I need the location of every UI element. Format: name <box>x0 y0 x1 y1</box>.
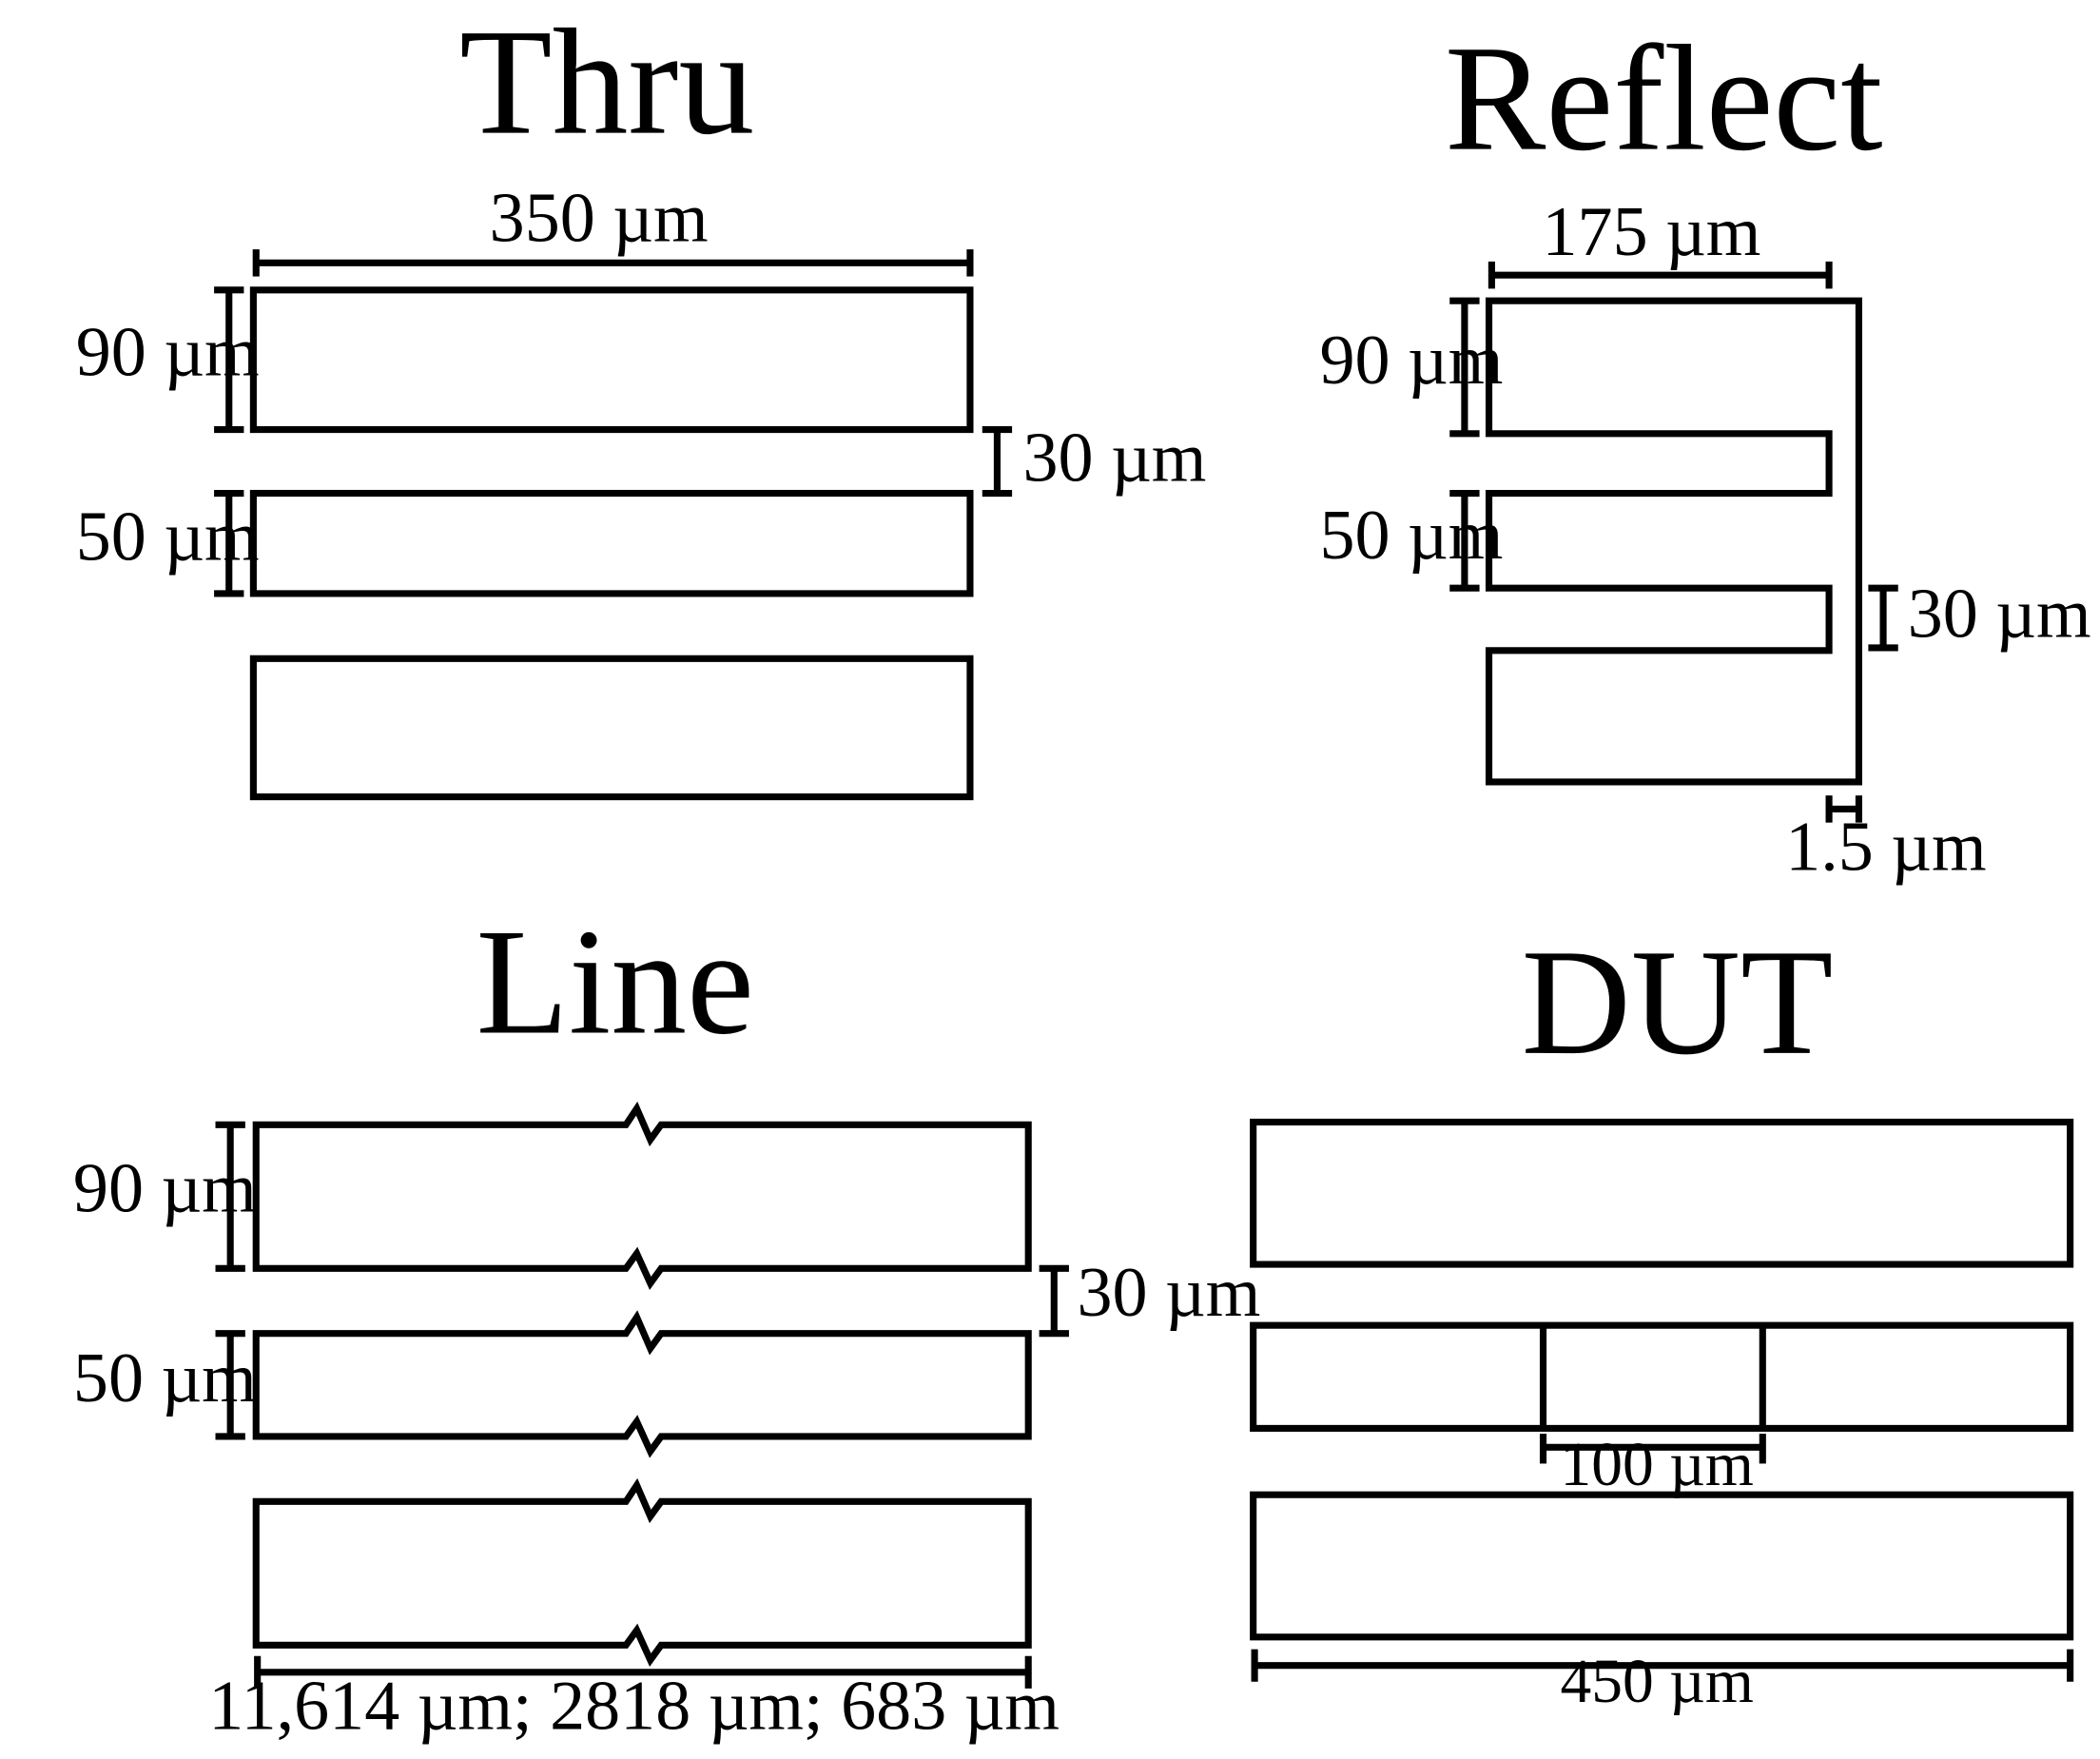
reflect-50-dimension <box>1449 489 1480 592</box>
dut-top-trace <box>1250 1118 2074 1268</box>
reflect-top-dim-label: 175 µm <box>1543 193 1761 271</box>
line-middle-trace <box>252 1310 1032 1458</box>
reflect-offset-dimension <box>1825 795 1862 823</box>
line-50-dimension <box>215 1330 245 1440</box>
thru-90-label: 90 µm <box>76 314 260 392</box>
thru-title: Thru <box>459 0 754 166</box>
reflect-top-dimension <box>1488 261 1833 289</box>
dut-title: DUT <box>1522 918 1834 1086</box>
line-50-label: 50 µm <box>73 1339 257 1417</box>
dut-total-dimension <box>1251 1649 2074 1682</box>
thru-gap-label: 30 µm <box>1023 420 1207 498</box>
dut-panel: DUT 100 µm 450 µm <box>1250 918 2074 1716</box>
line-90-dimension <box>215 1121 245 1272</box>
reflect-gap-label: 30 µm <box>1908 576 2091 654</box>
thru-bottom-trace <box>249 655 974 801</box>
dut-middle-trace <box>1250 1321 2074 1432</box>
reflect-50-label: 50 µm <box>1319 497 1503 575</box>
line-gap-label: 30 µm <box>1077 1254 1260 1332</box>
reflect-title: Reflect <box>1445 14 1883 183</box>
thru-50-label: 50 µm <box>76 498 260 576</box>
thru-signal-trace <box>249 286 974 434</box>
dut-inner-label: 100 µm <box>1560 1431 1753 1499</box>
line-length-dimension <box>254 1655 1032 1689</box>
reflect-90-label: 90 µm <box>1319 322 1503 400</box>
reflect-gap-dimension <box>1868 584 1898 652</box>
line-title: Line <box>476 897 754 1065</box>
dut-bottom-trace <box>1250 1491 2074 1641</box>
reflect-90-dimension <box>1449 297 1480 438</box>
line-top-trace <box>252 1101 1032 1291</box>
thru-top-dimension <box>252 249 974 277</box>
line-length-label: 11,614 µm; 2818 µm; 683 µm <box>208 1668 1060 1746</box>
thru-middle-trace <box>249 489 974 597</box>
dut-inner-dimension <box>1539 1434 1766 1464</box>
reflect-panel: Reflect 175 µm 90 µm 50 µm <box>1319 14 2090 887</box>
line-90-label: 90 µm <box>73 1150 257 1228</box>
line-gap-dimension <box>1039 1264 1069 1338</box>
thru-top-dim-label: 350 µm <box>490 180 709 258</box>
thru-panel: Thru 350 µm 90 µm 50 µm <box>76 0 1207 801</box>
dut-total-label: 450 µm <box>1560 1648 1753 1716</box>
line-bottom-trace <box>252 1477 1032 1668</box>
reflect-offset-label: 1.5 µm <box>1785 809 1986 887</box>
thru-gap-dimension <box>982 426 1013 498</box>
thru-90-dimension <box>214 286 244 434</box>
reflect-short-outline <box>1485 297 1862 786</box>
thru-50-dimension <box>214 489 244 597</box>
line-panel: Line 90 µm 50 µm 30 µm <box>73 897 1260 1745</box>
